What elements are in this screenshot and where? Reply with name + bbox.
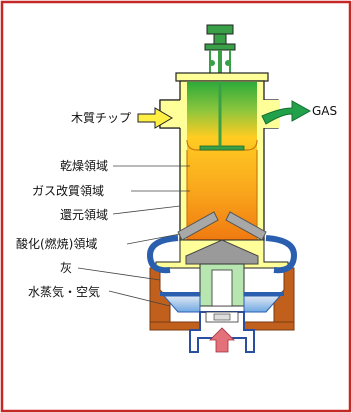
top-lid bbox=[175, 72, 269, 82]
stirring-plate bbox=[199, 145, 245, 151]
label-reduction-zone: 還元領域 bbox=[60, 207, 108, 222]
deflector-left bbox=[177, 211, 219, 241]
reaction-chamber bbox=[187, 82, 257, 240]
air-pipe-right bbox=[265, 235, 298, 274]
label-gas-reforming-zone: ガス改質領域 bbox=[32, 183, 104, 198]
label-drying-zone: 乾燥領域 bbox=[60, 158, 108, 173]
stirrer-drive bbox=[204, 24, 236, 80]
air-pipe-left bbox=[146, 235, 179, 274]
label-oxidation-zone: 酸化(燃焼)領域 bbox=[16, 236, 97, 251]
deflector-right bbox=[225, 211, 267, 241]
label-gas: GAS bbox=[312, 104, 337, 118]
leader-lines bbox=[77, 165, 190, 307]
grate-hood bbox=[185, 239, 259, 265]
output-arrow-icon bbox=[261, 100, 312, 125]
label-ash: 灰 bbox=[60, 261, 72, 275]
label-steam-air: 水蒸気・空気 bbox=[28, 284, 100, 299]
label-wood-chip: 木質チップ bbox=[71, 110, 131, 125]
input-arrow-icon bbox=[137, 107, 173, 129]
air-inlet-arrow-icon bbox=[209, 327, 235, 353]
